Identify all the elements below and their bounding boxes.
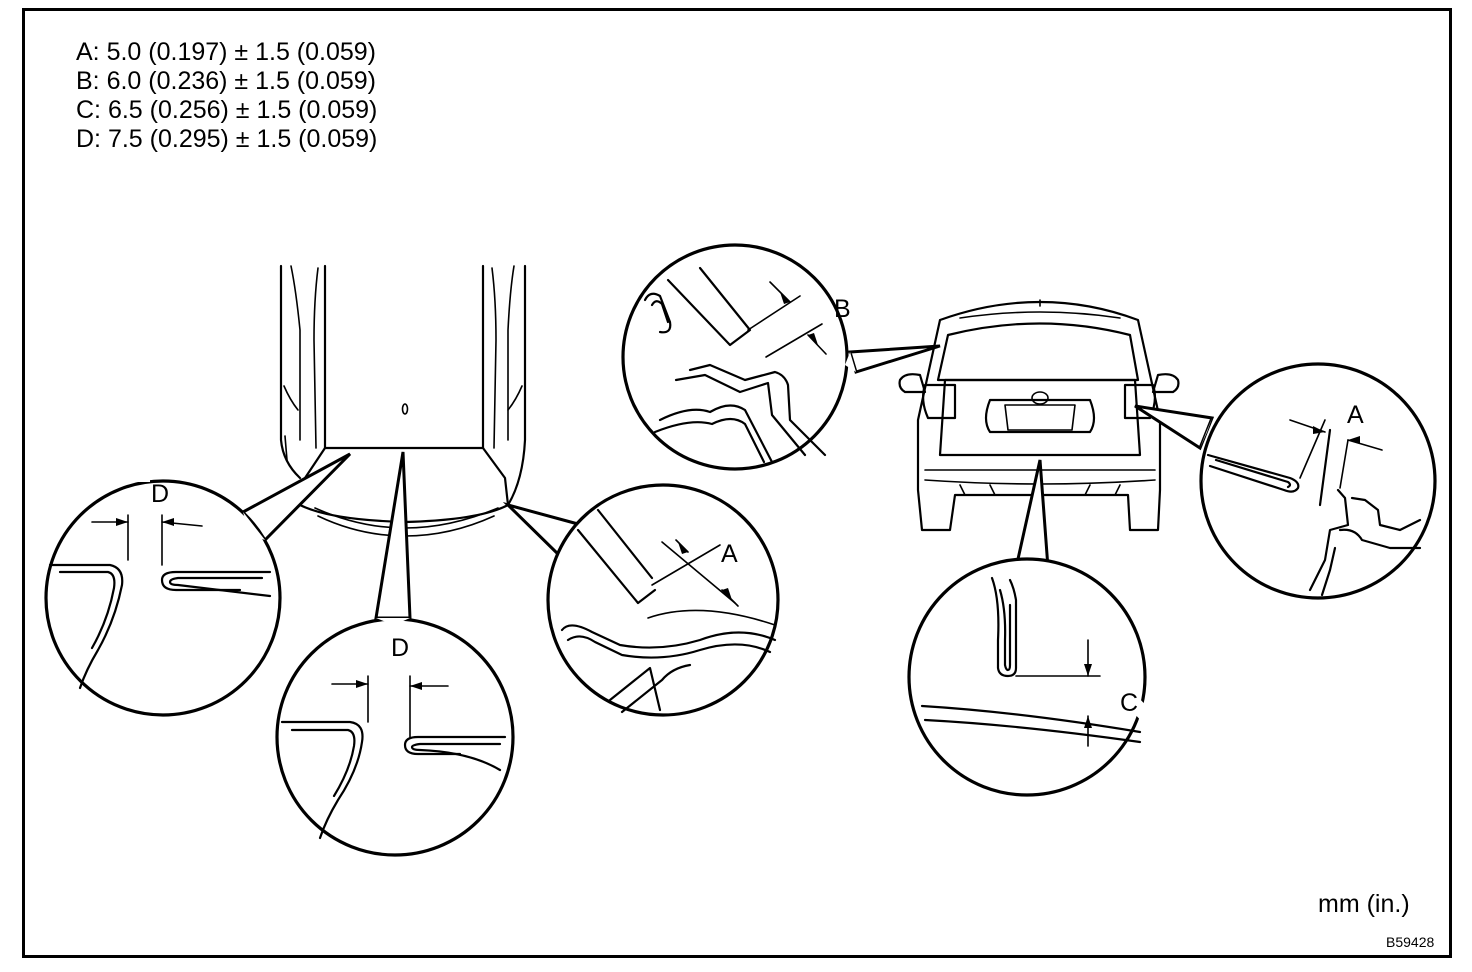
callout-pointer-d-left bbox=[240, 452, 352, 543]
spec-a: A: 5.0 (0.197) ± 1.5 (0.059) bbox=[76, 38, 376, 66]
callout-letter-a-right: A bbox=[1347, 401, 1364, 429]
callout-pointer-c bbox=[1014, 459, 1050, 570]
callout-letter-a-left: A bbox=[721, 540, 738, 568]
figure-code: B59428 bbox=[1386, 934, 1435, 950]
spec-d: D: 7.5 (0.295) ± 1.5 (0.059) bbox=[76, 125, 378, 153]
callout-letter-d-center: D bbox=[391, 634, 409, 662]
detail-circle-d-left bbox=[44, 474, 282, 717]
callout-letter-c: C bbox=[1120, 689, 1138, 717]
clearance-spec-list: A: 5.0 (0.197) ± 1.5 (0.059) B: 6.0 (0.2… bbox=[76, 38, 377, 154]
callout-pointer-a-right bbox=[1134, 404, 1215, 451]
callout-pointer-b bbox=[848, 344, 941, 374]
units-label: mm (in.) bbox=[1318, 890, 1410, 918]
callout-letter-b: B bbox=[834, 295, 851, 323]
spec-c: C: 6.5 (0.256) ± 1.5 (0.059) bbox=[76, 96, 378, 124]
callout-letter-d-left: D bbox=[151, 480, 169, 508]
detail-circle-b bbox=[621, 243, 856, 471]
vehicle-rear-view bbox=[898, 299, 1180, 532]
detail-circle-a-right bbox=[1199, 362, 1437, 600]
detail-circle-d-center bbox=[275, 617, 515, 857]
detail-circle-c bbox=[907, 557, 1156, 797]
detail-circle-a-left bbox=[546, 483, 780, 717]
spec-b: B: 6.0 (0.236) ± 1.5 (0.059) bbox=[76, 67, 376, 95]
